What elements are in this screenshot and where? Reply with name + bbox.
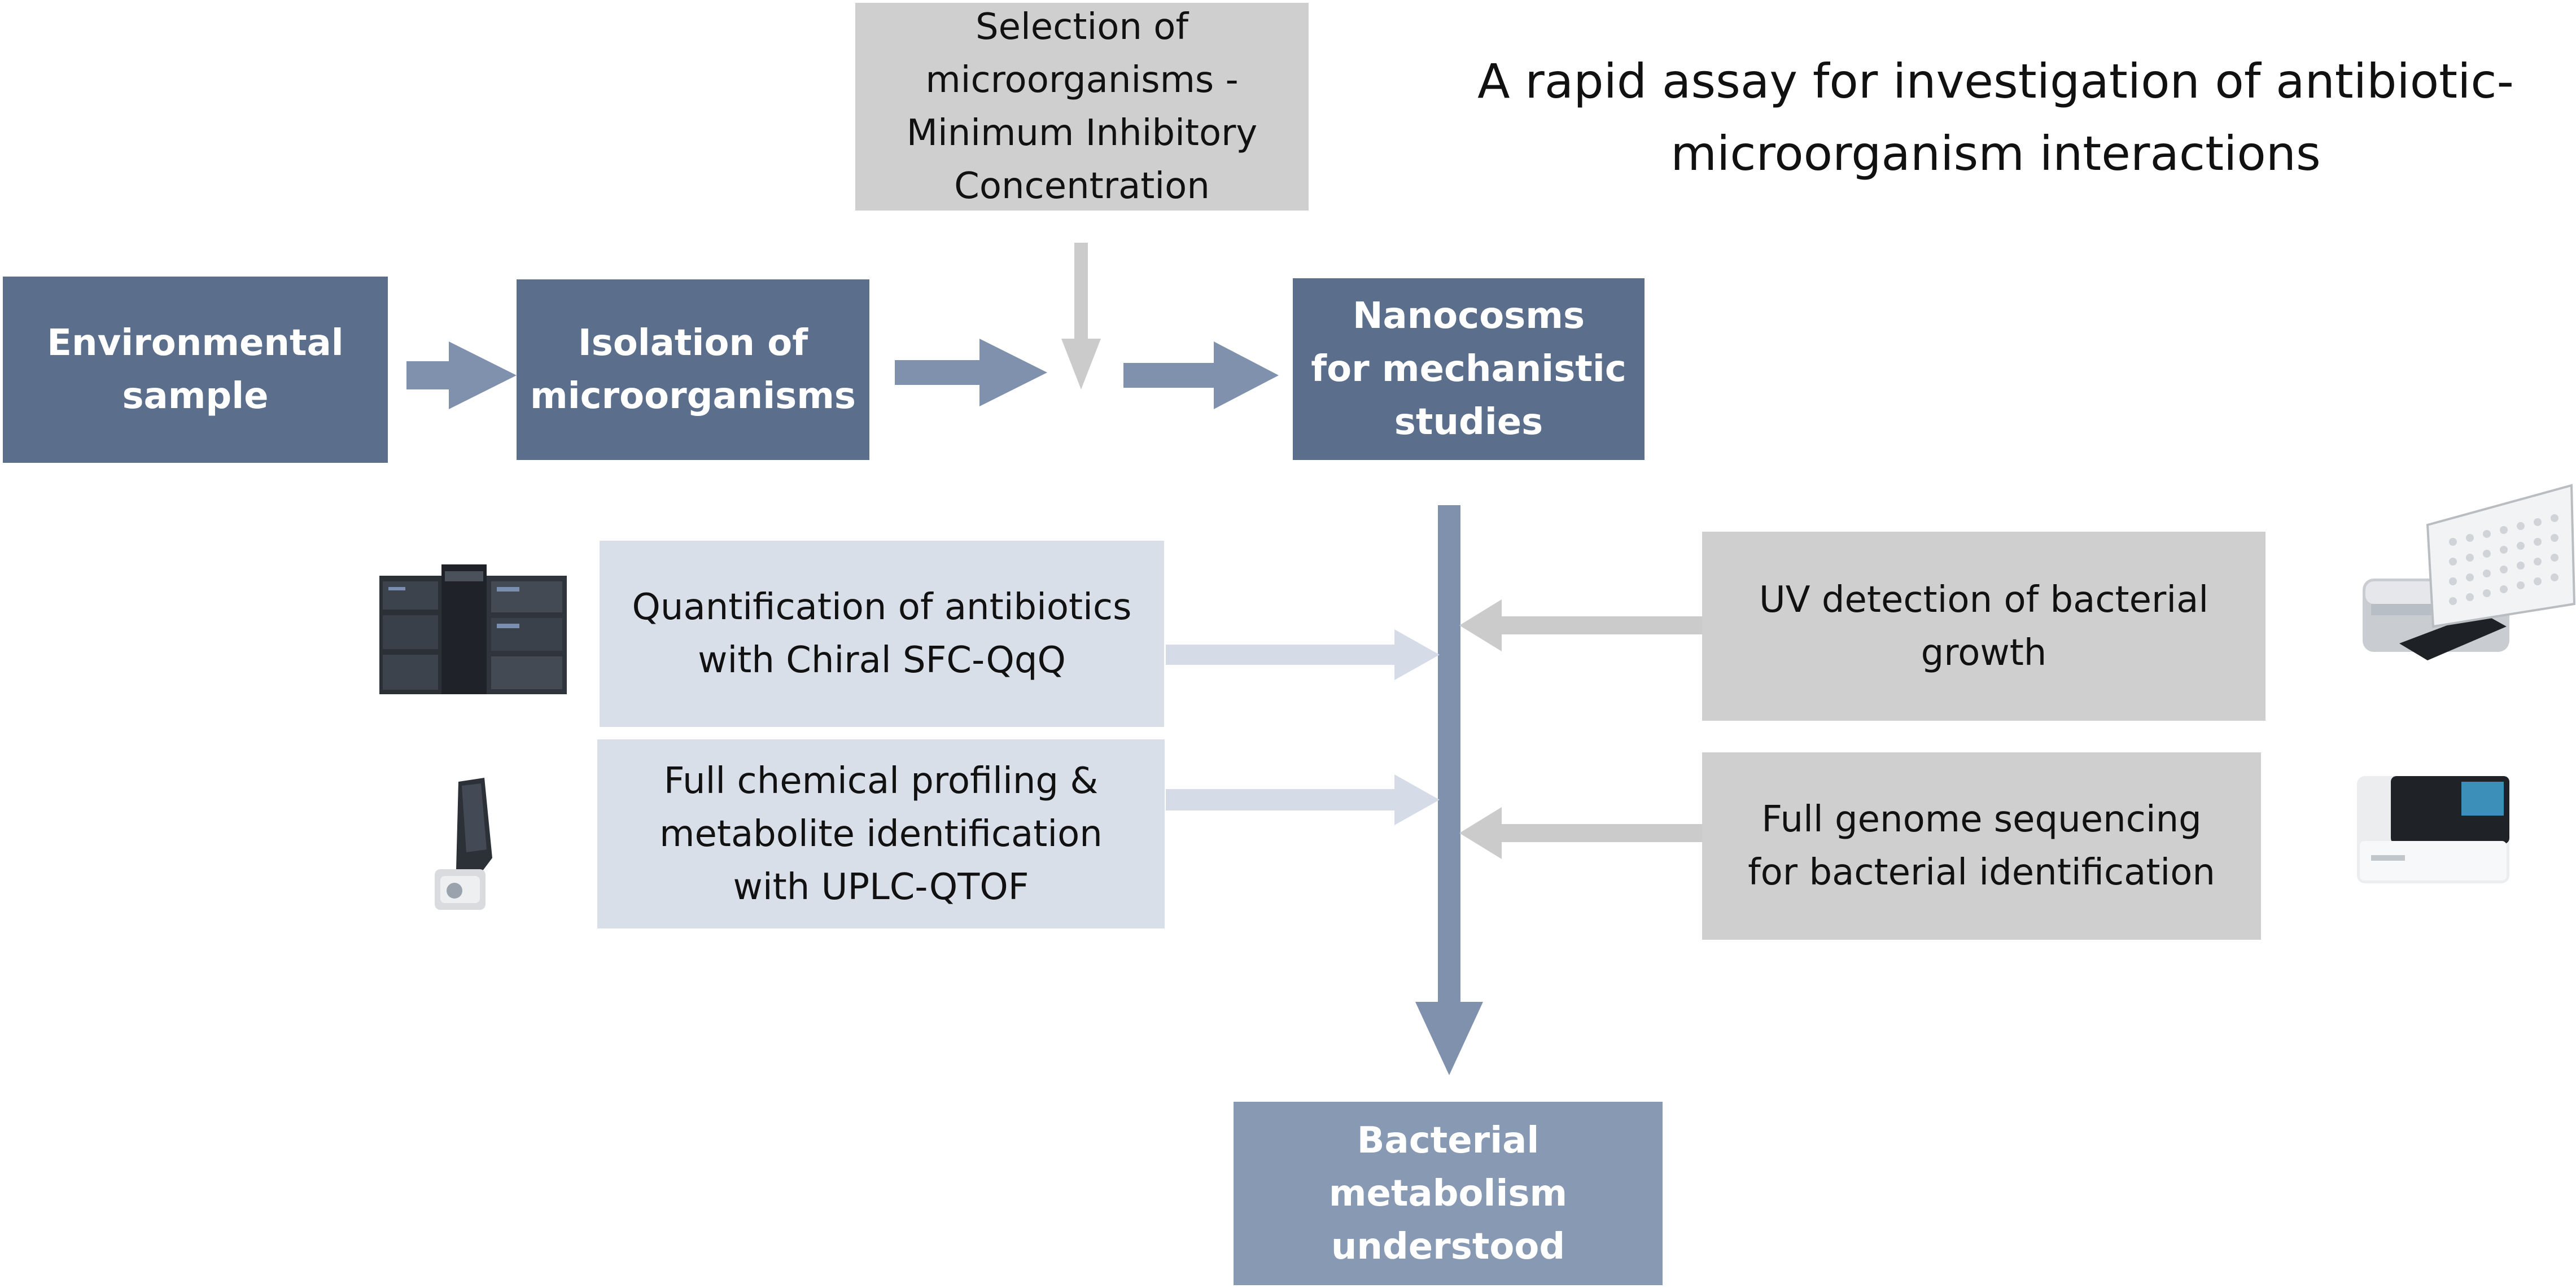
isolation-box: Isolation of microorganisms (517, 279, 869, 460)
selection-box: Selection of microorganisms - Minimum In… (855, 3, 1309, 211)
diagram-title: A rapid assay for investigation of antib… (1477, 54, 2514, 181)
arrow-isolation-to-merge (895, 339, 1047, 406)
arrow-env-to-isolation (406, 341, 517, 409)
genome-sequencing-box: Full genome sequencing for bacterial ide… (1702, 752, 2261, 940)
genome-sequencer-icon (2357, 776, 2509, 883)
arrow-uv-to-main (1459, 599, 1702, 651)
sfc-qqq-instrument-icon (379, 564, 567, 694)
arrow-quantification-to-main (1166, 629, 1440, 680)
profiling-box: Full chemical profiling & metabolite ide… (597, 739, 1165, 928)
arrow-main-vertical (1415, 505, 1483, 1075)
microplate-reader-icon (2363, 484, 2576, 660)
nanocosms-box: Nanocosms for mechanistic studies (1293, 278, 1645, 460)
arrow-profiling-to-main (1166, 774, 1440, 825)
uv-detection-box: UV detection of bacterial growth (1702, 532, 2266, 721)
arrow-genome-to-main (1459, 807, 1702, 859)
environmental-sample-box: Environmental sample (3, 277, 388, 463)
bacterial-metabolism-box: Bacterial metabolism understood (1234, 1102, 1663, 1285)
arrow-merge-to-nanocosms (1123, 341, 1279, 409)
quantification-box: Quantification of antibiotics with Chira… (600, 541, 1164, 727)
uplc-qtof-instrument-icon (435, 778, 492, 910)
arrow-selection-down (1061, 243, 1101, 389)
